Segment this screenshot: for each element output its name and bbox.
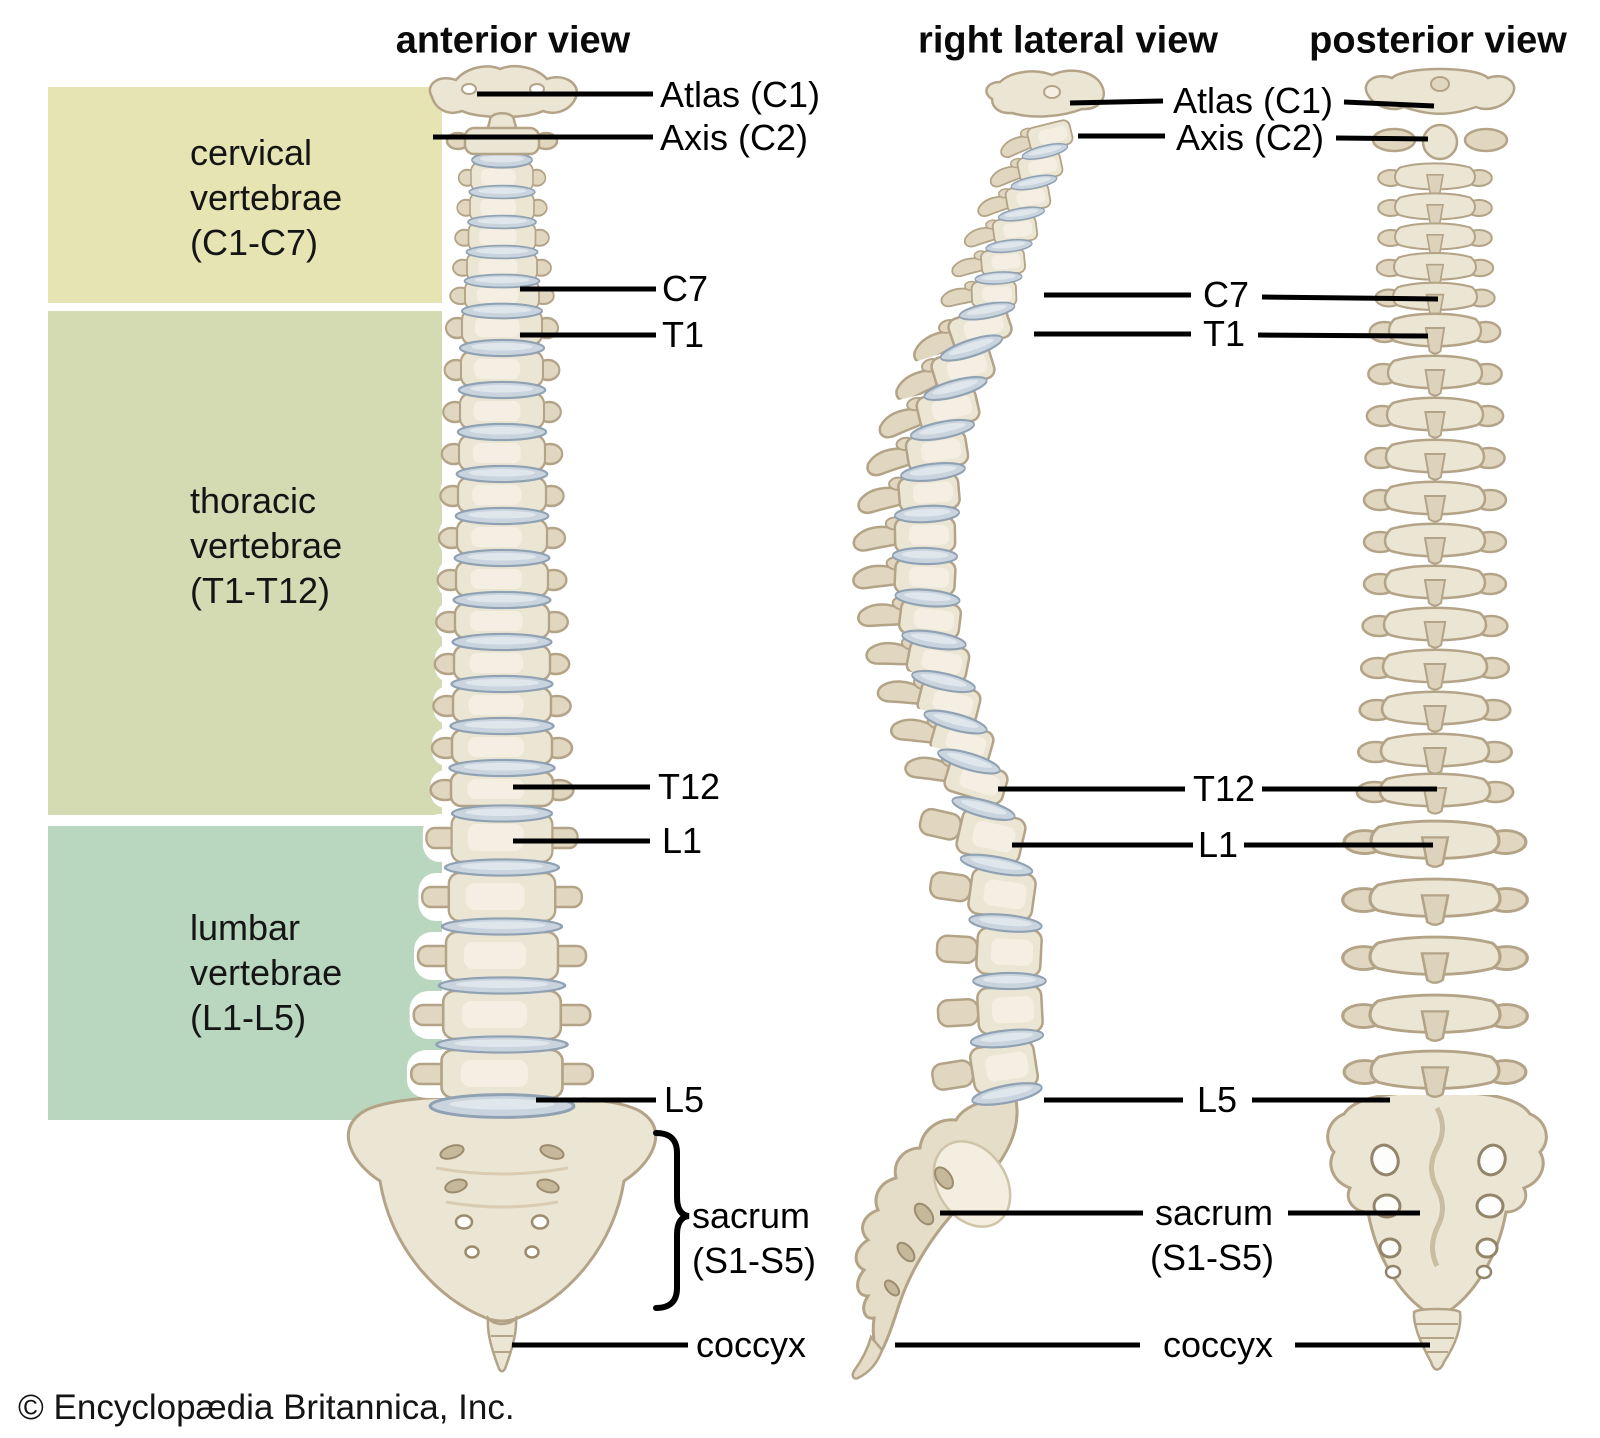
region-label-line: cervical xyxy=(190,132,313,173)
anterior-coccyx-bone xyxy=(486,1314,518,1373)
region-label-lumbar: lumbar vertebrae (L1-L5) xyxy=(190,905,342,1040)
leader-lines xyxy=(433,91,1439,1348)
label-t1-anterior: T1 xyxy=(662,314,705,355)
region-label-line: vertebrae xyxy=(190,525,343,566)
label-coccyx-middle: coccyx xyxy=(1162,1324,1274,1365)
posterior-coccyx-bone xyxy=(1412,1307,1462,1371)
region-label-line: vertebrae xyxy=(190,177,343,218)
region-box-cervical xyxy=(48,87,442,303)
label-axis-anterior: Axis (C2) xyxy=(660,117,809,158)
title-posterior-view: posterior view xyxy=(1309,19,1567,62)
region-label-line: (T1-T12) xyxy=(190,570,331,611)
label-sacrum-middle-line2: (S1-S5) xyxy=(1149,1237,1275,1278)
label-l1-middle: L1 xyxy=(1197,824,1239,865)
posterior-axis-bone xyxy=(1371,123,1509,161)
region-box-lumbar xyxy=(48,826,442,1120)
posterior-spine-illustration xyxy=(1341,162,1529,1099)
label-sacrum-middle-line1: sacrum xyxy=(1154,1192,1274,1233)
region-label-line: (C1-C7) xyxy=(190,222,319,263)
region-box-thoracic xyxy=(48,311,442,815)
posterior-atlas-bone xyxy=(1364,67,1516,115)
label-t12-middle: T12 xyxy=(1192,768,1256,809)
region-label-line: thoracic xyxy=(190,480,317,521)
label-l5-middle: L5 xyxy=(1196,1079,1238,1120)
anterior-sacrum-bone xyxy=(346,1095,658,1323)
region-label-line: vertebrae xyxy=(190,952,343,993)
label-c7-middle: C7 xyxy=(1202,274,1250,315)
leader-atlas-lateral xyxy=(1069,98,1164,106)
region-label-cervical: cervical vertebrae (C1-C7) xyxy=(190,130,342,265)
leader-t1-posterior xyxy=(1257,332,1429,339)
title-lateral-view: right lateral view xyxy=(918,19,1218,62)
leader-c7-posterior xyxy=(1261,294,1439,302)
title-anterior-view: anterior view xyxy=(395,19,631,62)
copyright-credit: © Encyclopædia Britannica, Inc. xyxy=(18,1388,515,1427)
region-label-line: lumbar xyxy=(190,907,301,948)
label-t1-middle: T1 xyxy=(1202,313,1246,354)
label-t12-anterior: T12 xyxy=(658,766,721,807)
label-atlas-anterior: Atlas (C1) xyxy=(660,74,821,115)
posterior-sacrum-bone xyxy=(1326,1091,1548,1318)
label-l1-anterior: L1 xyxy=(662,820,703,861)
region-label-line: (L1-L5) xyxy=(190,997,307,1038)
lateral-spine-illustration xyxy=(848,114,1081,1111)
label-atlas-middle: Atlas (C1) xyxy=(1172,80,1334,121)
anterior-spine-illustration xyxy=(405,151,599,1120)
lateral-coccyx-bone xyxy=(851,1334,884,1380)
sacrum-brace xyxy=(653,1130,690,1311)
anterior-axis-bone xyxy=(445,112,559,156)
label-l5-anterior: L5 xyxy=(664,1079,705,1120)
leader-atlas-posterior xyxy=(1343,99,1435,109)
leader-axis-posterior xyxy=(1335,135,1429,142)
label-sacrum-anterior-line2: (S1-S5) xyxy=(692,1240,817,1281)
region-label-thoracic: thoracic vertebrae (T1-T12) xyxy=(190,478,342,613)
lateral-atlas-bone xyxy=(985,69,1105,118)
label-axis-middle: Axis (C2) xyxy=(1175,117,1325,158)
label-sacrum-anterior-line1: sacrum xyxy=(692,1195,811,1236)
lateral-sacrum-bone xyxy=(854,1097,1019,1357)
label-coccyx-anterior: coccyx xyxy=(696,1324,807,1365)
label-c7-anterior: C7 xyxy=(662,268,709,309)
